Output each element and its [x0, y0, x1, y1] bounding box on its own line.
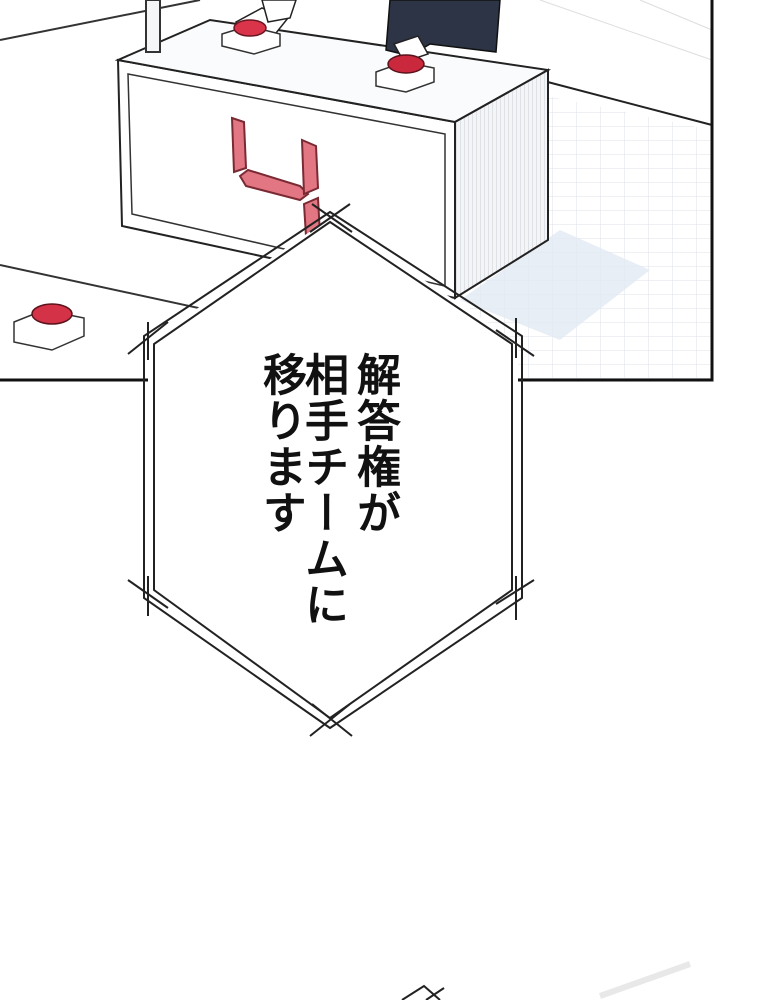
scoreboard-digit — [230, 116, 322, 238]
speech-line-3: 移ります — [255, 352, 306, 536]
buzzer-button-floor — [13, 303, 85, 351]
buzzer-button-left — [221, 19, 281, 55]
next-panel-edge — [401, 961, 692, 1000]
speech-line-1: 解答権が — [349, 352, 400, 536]
panel-scene: 4 — [0, 0, 714, 382]
buzzer-button-right — [375, 54, 435, 93]
contestant-body-right — [385, 0, 501, 63]
speech-line-2: 相手チームに — [297, 352, 348, 628]
speech-bubble — [127, 203, 535, 737]
microphone-stand — [145, 0, 161, 53]
